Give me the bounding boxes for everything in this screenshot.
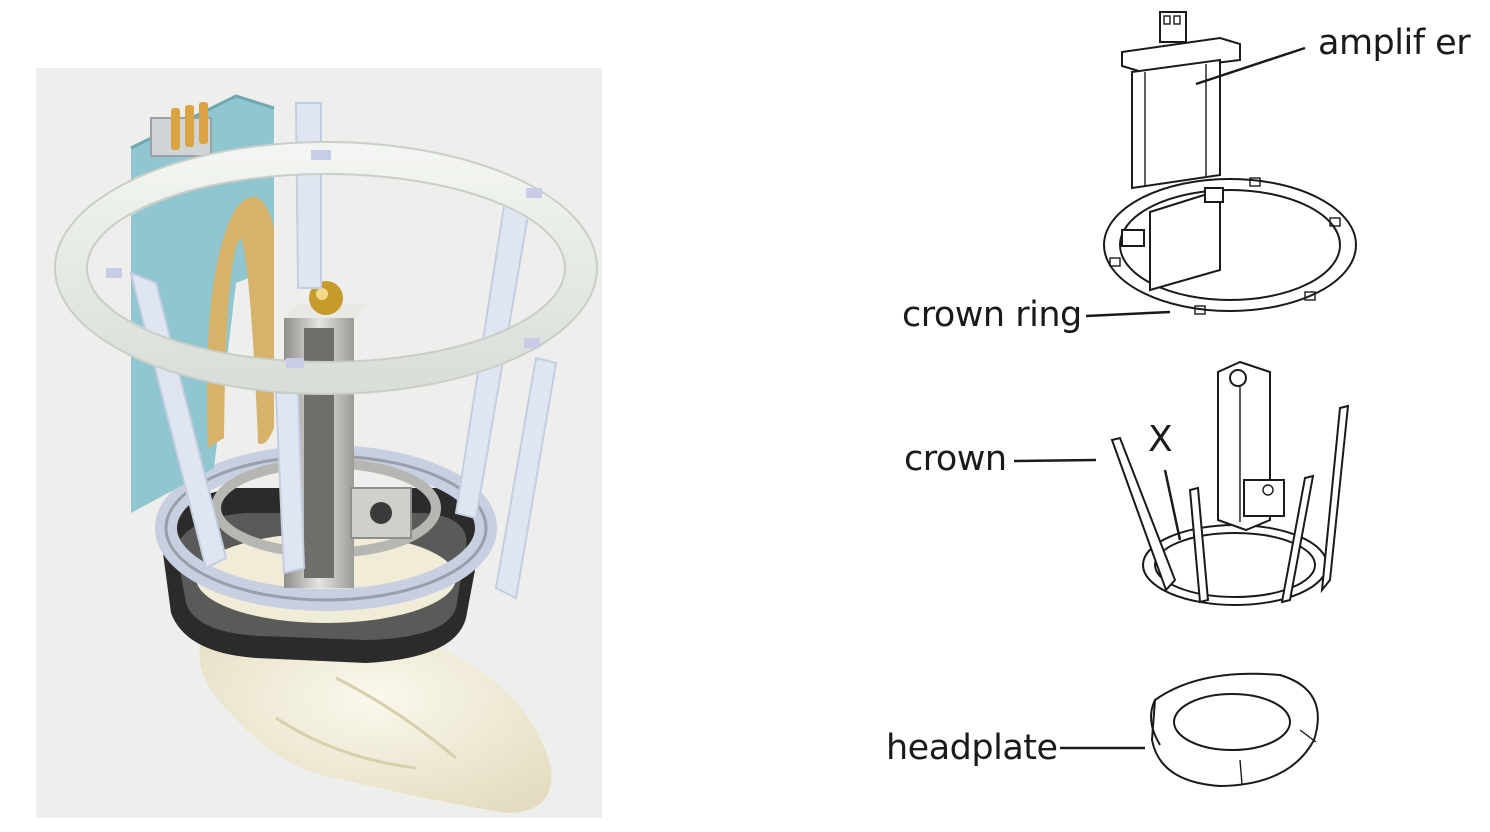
amplifier-leader-line (1195, 46, 1306, 86)
headplate-drawing (1150, 672, 1319, 788)
crown-ring-label: crown ring (902, 295, 1082, 335)
crown-drawing (1110, 360, 1350, 606)
crown-label: crown (904, 439, 1007, 479)
crown-ring-drawing (1103, 177, 1357, 315)
amplifier-drawing (1121, 11, 1241, 190)
crown-ring-leader-line (1085, 310, 1171, 318)
schematic-panel (640, 0, 1490, 832)
exploded-schematic (1013, 11, 1357, 788)
x-marker-label: X (1148, 419, 1173, 460)
crown-ring-model (54, 141, 598, 395)
crown-leader-line (1013, 458, 1097, 463)
render-illustration (54, 94, 598, 813)
skull-model (199, 621, 552, 813)
render-panel (36, 68, 602, 818)
amplifier-label: amplif er (1318, 23, 1471, 63)
headplate-label: headplate (886, 728, 1058, 768)
x-marker-leader-line (1163, 469, 1182, 541)
